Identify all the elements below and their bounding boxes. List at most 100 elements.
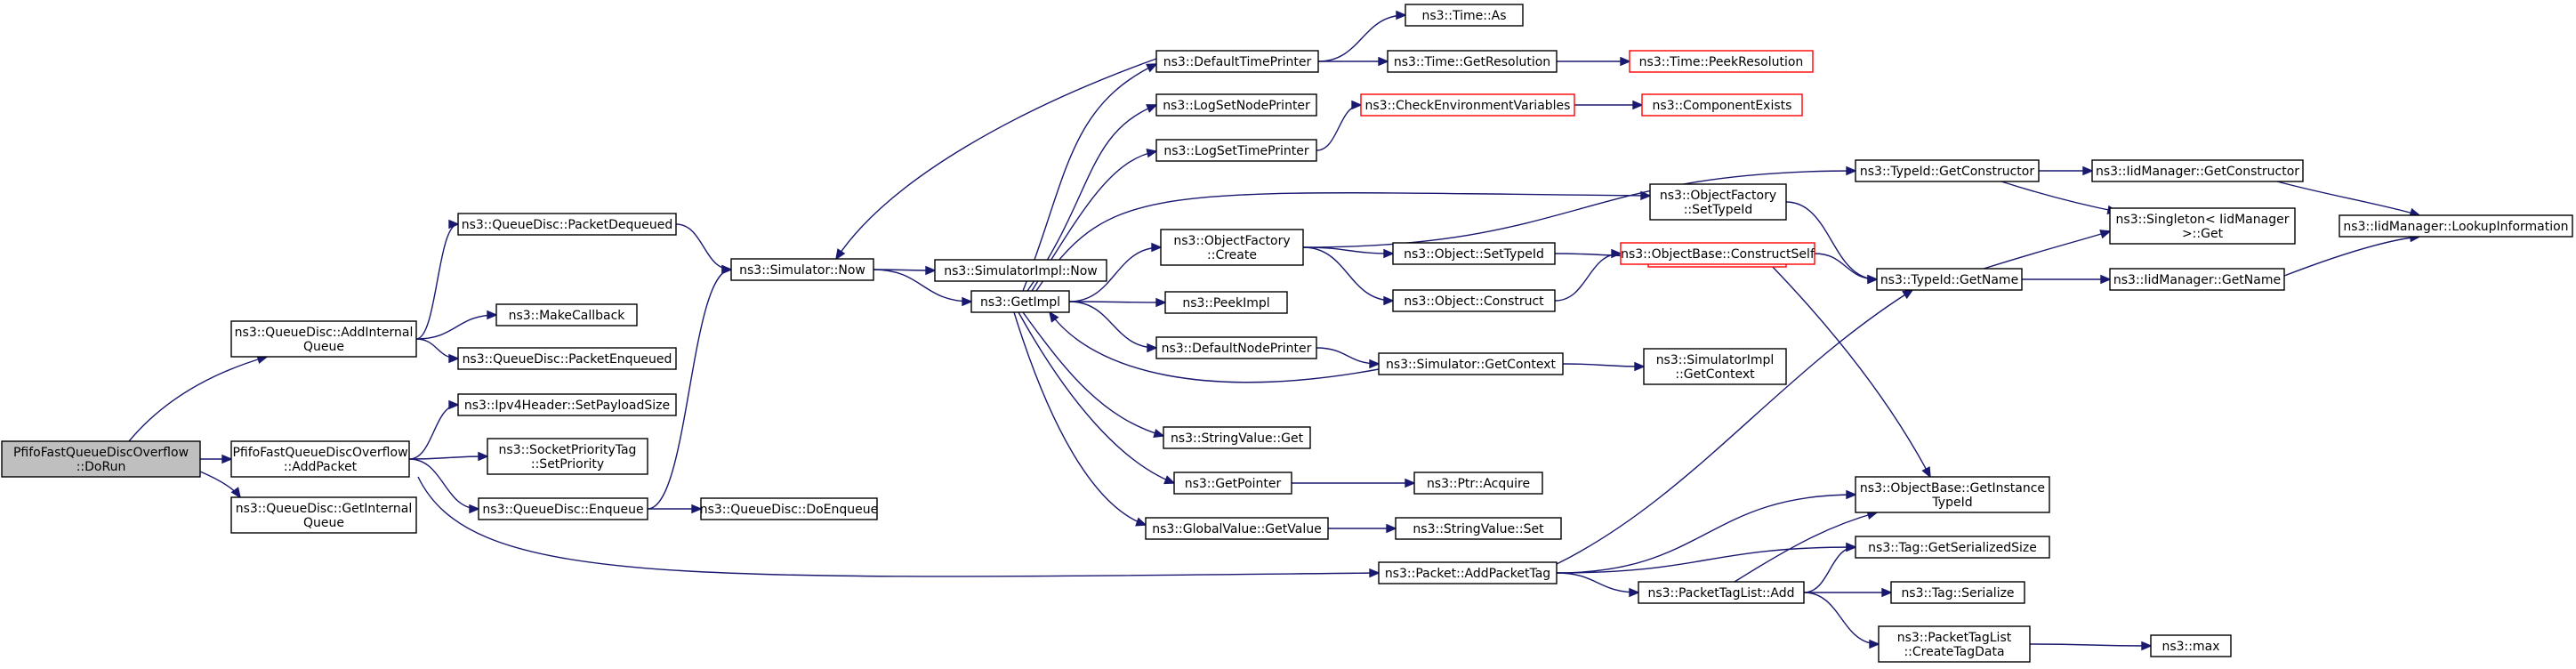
node-strget[interactable]: ns3::StringValue::Get [1163,426,1311,449]
edge-addpackettag-to-getinstancetid [1556,489,1857,574]
node-constructself[interactable]: ns3::ObjectBase::ConstructSelf [1620,242,1815,265]
node-label: ns3::DefaultTimePrinter [1163,55,1312,69]
node-objfcreate[interactable]: ns3::ObjectFactory::Create [1160,229,1304,266]
node-box [2339,214,2573,238]
edge-arrowhead [1163,475,1176,485]
edge-getimpl-to-peekimpl [1068,297,1167,308]
node-simimplgetctx[interactable]: ns3::SimulatorImpl::GetContext [1643,348,1787,385]
node-logsettime[interactable]: ns3::LogSetTimePrinter [1155,139,1317,162]
edge-line [1049,311,1380,383]
node-peekimpl[interactable]: ns3::PeekImpl [1164,291,1288,314]
edge-simgetctx-to-simimplgetctx [1562,361,1646,372]
node-pktdeq[interactable]: ns3::QueueDisc::PacketDequeued [457,213,677,236]
node-box [730,258,874,281]
node-ptlistadd[interactable]: ns3::PacketTagList::Add [1638,581,1805,604]
edge-arrowhead [1386,523,1397,534]
node-label: ns3::SimulatorImpl [1656,353,1775,367]
node-iidgetctor[interactable]: ns3::IidManager::GetConstructor [2091,159,2304,182]
node-label: >::Get [2182,227,2224,241]
edge-arrowhead [1640,190,1652,201]
edge-arrowhead [1155,297,1167,308]
node-compexists[interactable]: ns3::ComponentExists [1641,93,1803,117]
node-pktenq[interactable]: ns3::QueueDisc::PacketEnqueued [457,347,677,370]
node-deftimeprinter[interactable]: ns3::DefaultTimePrinter [1155,50,1319,73]
edge-line [2029,643,2152,647]
node-makecb[interactable]: ns3::MakeCallback [495,303,638,326]
node-objfsettid[interactable]: ns3::ObjectFactory::SetTypeId [1649,183,1787,221]
edge-arrowhead [1846,489,1857,500]
node-ptlistcreate[interactable]: ns3::PacketTagList::CreateTagData [1878,625,2031,663]
node-tidgetname[interactable]: ns3::TypeId::GetName [1876,268,2023,291]
edge-arrowhead [230,487,242,499]
node-box [1155,139,1317,162]
node-checkenv[interactable]: ns3::CheckEnvironmentVariables [1360,93,1575,117]
edge-ptlistadd-to-taggetsersize [1803,542,1857,593]
node-label: ::SetTypeId [1684,203,1753,217]
edge-arrowhead [1153,428,1165,439]
edge-arrowhead [1396,10,1407,20]
node-box [1395,517,1562,540]
node-box [457,347,677,370]
node-label: ::SetPriority [531,457,604,472]
edge-arrowhead [1405,478,1416,488]
node-box [1155,93,1317,117]
node-label: TypeId [1931,496,1972,510]
node-strset[interactable]: ns3::StringValue::Set [1395,517,1562,540]
node-addpackettag[interactable]: ns3::Packet::AddPacketTag [1378,561,1558,584]
edge-deftimeprinter-to-timegetres [1318,56,1389,67]
edge-arrowhead [1147,343,1158,353]
node-sockprio[interactable]: ns3::SocketPriorityTag::SetPriority [487,438,648,475]
node-iidlookup[interactable]: ns3::IidManager::LookupInformation [2339,214,2573,238]
node-tagserialize[interactable]: ns3::Tag::Serialize [1890,581,2025,604]
node-tidgetctor[interactable]: ns3::TypeId::GetConstructor [1855,159,2040,182]
node-ptracquire[interactable]: ns3::Ptr::Acquire [1413,472,1543,495]
edge-arrowhead [2099,230,2112,239]
node-objconstruct[interactable]: ns3::Object::Construct [1392,289,1556,312]
node-setpayload[interactable]: ns3::Ipv4Header::SetPayloadSize [457,393,677,416]
edge-dorun-to-getinternal [199,471,242,499]
node-timegetres[interactable]: ns3::Time::GetResolution [1387,50,1558,73]
node-simgetctx[interactable]: ns3::Simulator::GetContext [1378,352,1564,375]
node-timeas[interactable]: ns3::Time::As [1405,4,1524,27]
node-enqueue[interactable]: ns3::QueueDisc::Enqueue [478,497,648,520]
node-label: ns3::GlobalValue::GetValue [1152,522,1321,536]
edge-addpackettag-to-taggetsersize [1556,542,1857,574]
node-defnodeprinter[interactable]: ns3::DefaultNodePrinter [1155,336,1317,359]
edge-line [128,356,268,442]
node-nsmax[interactable]: ns3::max [2150,634,2232,657]
node-simnow[interactable]: ns3::Simulator::Now [730,258,874,281]
node-box [2109,268,2285,291]
edge-arrowhead [1634,361,1646,372]
node-singletonget[interactable]: ns3::Singleton< IidManager>::Get [2109,207,2296,245]
node-objsettid[interactable]: ns3::Object::SetTypeId [1392,242,1556,265]
edge-line [1803,592,1880,645]
node-getimpl[interactable]: ns3::GetImpl [970,290,1070,313]
edge-line [1556,546,1856,574]
node-logsetnode[interactable]: ns3::LogSetNodePrinter [1155,93,1317,117]
edge-line [1022,63,1157,292]
edge-deftimeprinter-to-simnow [835,58,1157,261]
node-doenqueue[interactable]: ns3::QueueDisc::DoEnqueue [700,497,879,520]
node-box [478,497,648,520]
node-getpointer[interactable]: ns3::GetPointer [1173,472,1292,495]
edge-logsettime-to-checkenv [1316,100,1363,151]
node-label: ns3::Packet::AddPacketTag [1385,567,1550,581]
edge-arrowhead [1921,466,1931,479]
edge-constructself-to-tidgetname [1814,253,1879,285]
node-addpacket[interactable]: PfifoFastQueueDiscOverflow::AddPacket [230,440,410,478]
node-timepeekres[interactable]: ns3::Time::PeekResolution [1629,50,1814,73]
edge-timegetres-to-timepeekres [1557,56,1631,67]
node-label: ns3::Singleton< IidManager [2116,213,2290,227]
node-simimplnow[interactable]: ns3::SimulatorImpl::Now [934,259,1107,282]
node-taggetsersize[interactable]: ns3::Tag::GetSerializedSize [1855,536,2050,559]
node-box [487,438,648,475]
edge-arrowhead [469,504,480,514]
edge-arrowhead [962,296,973,307]
node-globalget[interactable]: ns3::GlobalValue::GetValue [1145,517,1329,540]
edge-line [415,314,497,340]
node-iidgetname[interactable]: ns3::IidManager::GetName [2109,268,2285,291]
edge-line [408,458,479,510]
